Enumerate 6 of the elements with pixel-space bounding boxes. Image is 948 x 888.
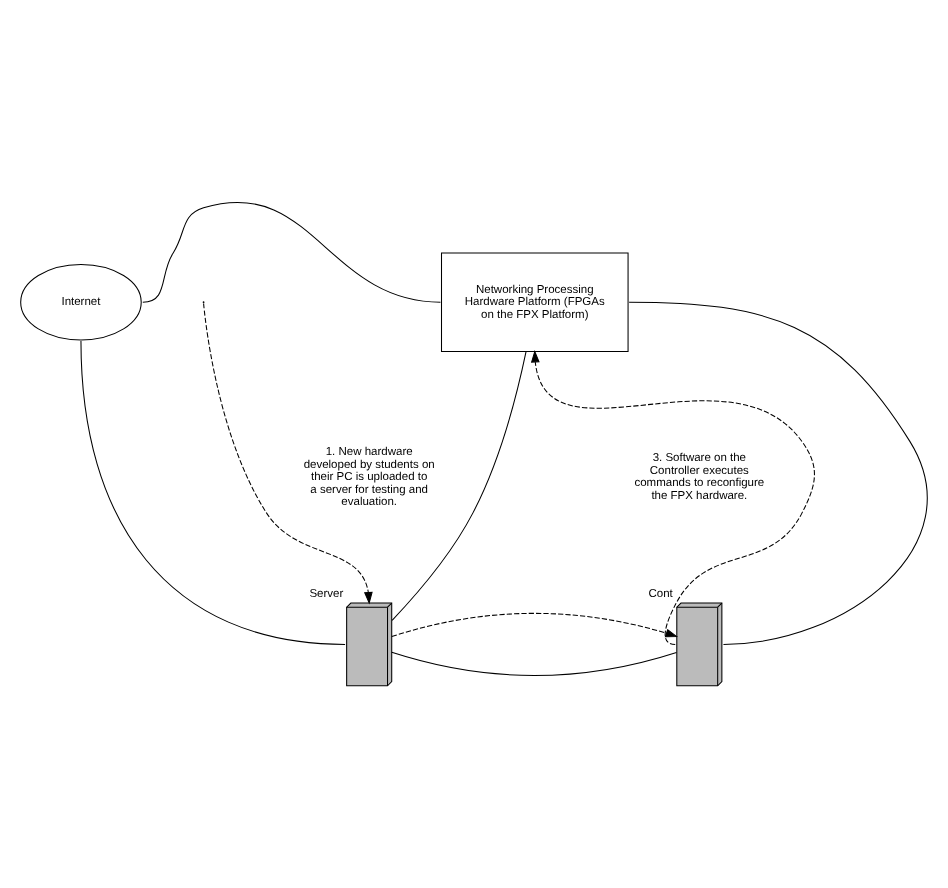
connector: [391, 651, 678, 676]
connector: [142, 202, 441, 303]
connector: [628, 301, 928, 645]
arrow: [530, 349, 815, 645]
connector: [391, 351, 527, 621]
arrow: [391, 612, 679, 638]
